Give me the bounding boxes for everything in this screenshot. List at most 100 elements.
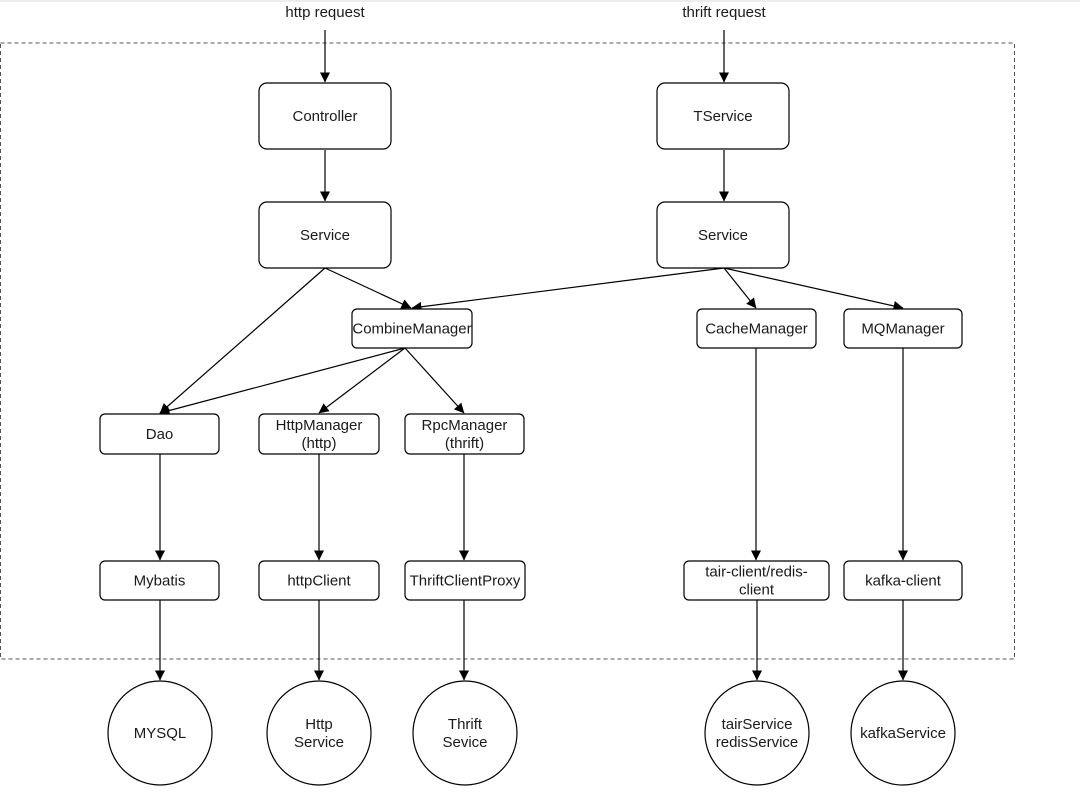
service-left-node: Service <box>258 201 392 269</box>
edges-layer <box>155 30 908 681</box>
http-label: http request <box>285 4 365 21</box>
mq-manager-label: MQManager <box>861 321 944 338</box>
http-manager-label-line-1: HttpManager <box>276 417 363 434</box>
service-left-label: Service <box>300 227 350 244</box>
rpc-manager-label-line-1: RpcManager <box>422 417 508 434</box>
service-left-box <box>258 201 392 269</box>
controller-node: Controller <box>258 82 392 150</box>
controller-label: Controller <box>292 108 357 125</box>
service-right-label: Service <box>698 227 748 244</box>
service-right-box <box>656 201 790 269</box>
kafka-service-node: kafkaService <box>850 680 956 786</box>
tair-redis-client-box <box>683 560 830 601</box>
http-service-label-line-1: Http <box>305 716 333 733</box>
mysql-node: MYSQL <box>107 680 213 786</box>
arrow-combine-manager-to-dao <box>159 347 406 416</box>
thrift-client-proxy-label: ThriftClientProxy <box>410 573 521 590</box>
cache-manager-label: CacheManager <box>705 321 808 338</box>
thrift-client-proxy-box <box>404 560 526 601</box>
thrift-client-proxy-label: ThriftClientProxy <box>410 573 521 590</box>
tair-redis-service-label-line-2: redisService <box>716 734 799 751</box>
mysql-circle <box>107 680 213 786</box>
dao-box <box>99 413 220 455</box>
rpc-manager-label-line-2: (thrift) <box>445 435 484 452</box>
arrow-combine-manager-to-rpc-manager <box>404 347 465 414</box>
http-manager-label-line-2: (http) <box>301 435 336 452</box>
arrow-service-right-to-combine-manager <box>411 267 725 312</box>
combine-manager-node: CombineManager <box>351 308 473 349</box>
tservice-box <box>656 82 790 150</box>
tservice-label: TService <box>693 108 752 125</box>
kafka-client-node: kafka-client <box>843 560 963 601</box>
service-left-label: Service <box>300 227 350 244</box>
mybatis-node: Mybatis <box>99 560 220 601</box>
kafka-client-box <box>843 560 963 601</box>
cache-manager-label: CacheManager <box>705 321 808 338</box>
tservice-label: TService <box>693 108 752 125</box>
http-manager-box <box>258 413 380 455</box>
http-client-label: httpClient <box>287 573 351 590</box>
http-client-box <box>258 560 380 601</box>
arrow-service-right-to-cache-manager <box>723 267 757 309</box>
kafka-service-label: kafkaService <box>860 725 946 742</box>
tair-redis-client-label-line-2: client <box>739 582 775 599</box>
combine-manager-label: CombineManager <box>352 321 471 338</box>
http-label: http request <box>285 4 365 21</box>
dao-label: Dao <box>146 426 174 443</box>
tair-redis-service-circle <box>704 680 810 786</box>
kafka-service-label: kafkaService <box>860 725 946 742</box>
kafka-client-label: kafka-client <box>865 573 942 590</box>
controller-box <box>258 82 392 150</box>
arrow-service-left-to-dao <box>159 267 326 414</box>
mq-manager-box <box>843 308 963 349</box>
http-manager-label: HttpManager(http) <box>276 417 363 452</box>
http-service-circle <box>266 680 372 786</box>
mybatis-box <box>99 560 220 601</box>
thrift-service-label-line-2: Sevice <box>442 734 487 751</box>
dao-label: Dao <box>146 426 174 443</box>
tair-redis-service-label-line-1: tairService <box>722 716 793 733</box>
rpc-manager-node: RpcManager(thrift) <box>404 413 525 455</box>
mq-manager-node: MQManager <box>843 308 963 349</box>
arrow-service-left-to-combine-manager <box>324 267 412 309</box>
thrift-label: thrift request <box>682 4 766 21</box>
http-client-node: httpClient <box>258 560 380 601</box>
tair-redis-client-label: tair-client/redis-client <box>705 564 808 599</box>
arrow-service-right-to-mq-manager <box>723 267 904 311</box>
tair-redis-client-node: tair-client/redis-client <box>683 560 830 601</box>
tair-redis-client-label-line-1: tair-client/redis- <box>705 564 808 581</box>
thrift-label: thrift request <box>682 4 766 21</box>
http-service-label-line-2: Service <box>294 734 344 751</box>
kafka-service-circle <box>850 680 956 786</box>
tservice-node: TService <box>656 82 790 150</box>
thrift-client-proxy-node: ThriftClientProxy <box>404 560 526 601</box>
kafka-client-label: kafka-client <box>865 573 942 590</box>
combine-manager-label: CombineManager <box>352 321 471 338</box>
service-right-label: Service <box>698 227 748 244</box>
mybatis-label: Mybatis <box>134 573 186 590</box>
mq-manager-label: MQManager <box>861 321 944 338</box>
thrift-service-circle <box>412 680 518 786</box>
combine-manager-box <box>351 308 473 349</box>
rpc-manager-box <box>404 413 525 455</box>
dao-node: Dao <box>99 413 220 455</box>
http-client-label: httpClient <box>287 573 351 590</box>
mysql-label: MYSQL <box>134 725 187 742</box>
mysql-label: MYSQL <box>134 725 187 742</box>
service-right-node: Service <box>656 201 790 269</box>
cache-manager-box <box>696 308 817 349</box>
controller-label: Controller <box>292 108 357 125</box>
cache-manager-node: CacheManager <box>696 308 817 349</box>
http-manager-node: HttpManager(http) <box>258 413 380 455</box>
mybatis-label: Mybatis <box>134 573 186 590</box>
arrow-combine-manager-to-http-manager <box>318 347 406 414</box>
thrift-service-label-line-1: Thrift <box>448 716 483 733</box>
